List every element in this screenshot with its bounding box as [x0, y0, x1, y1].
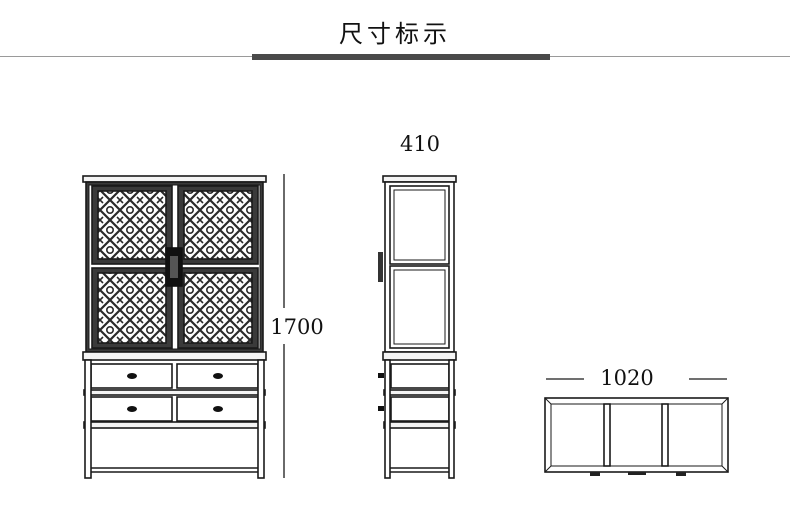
depth-label: 410 [400, 132, 440, 156]
front-middle-shelf [82, 351, 267, 361]
width-label: 1020 [600, 366, 653, 390]
section-title: 尺寸标示 [339, 20, 451, 48]
front-leg [84, 359, 92, 479]
side-handle [378, 252, 383, 282]
drawer-knob [213, 406, 223, 412]
drawer-knob [213, 373, 223, 379]
drawer-knob [127, 406, 137, 412]
front-bottom-shelf [83, 421, 266, 429]
front-drawer [90, 363, 173, 389]
drawer-knob [127, 373, 137, 379]
front-drawer [176, 363, 259, 389]
height-label: 1700 [270, 315, 323, 339]
top-view [544, 397, 729, 476]
side-view [378, 175, 457, 479]
front-view [82, 175, 267, 479]
front-leg [257, 359, 265, 479]
header-accent-bar [252, 54, 550, 60]
front-top-cap [82, 175, 267, 183]
